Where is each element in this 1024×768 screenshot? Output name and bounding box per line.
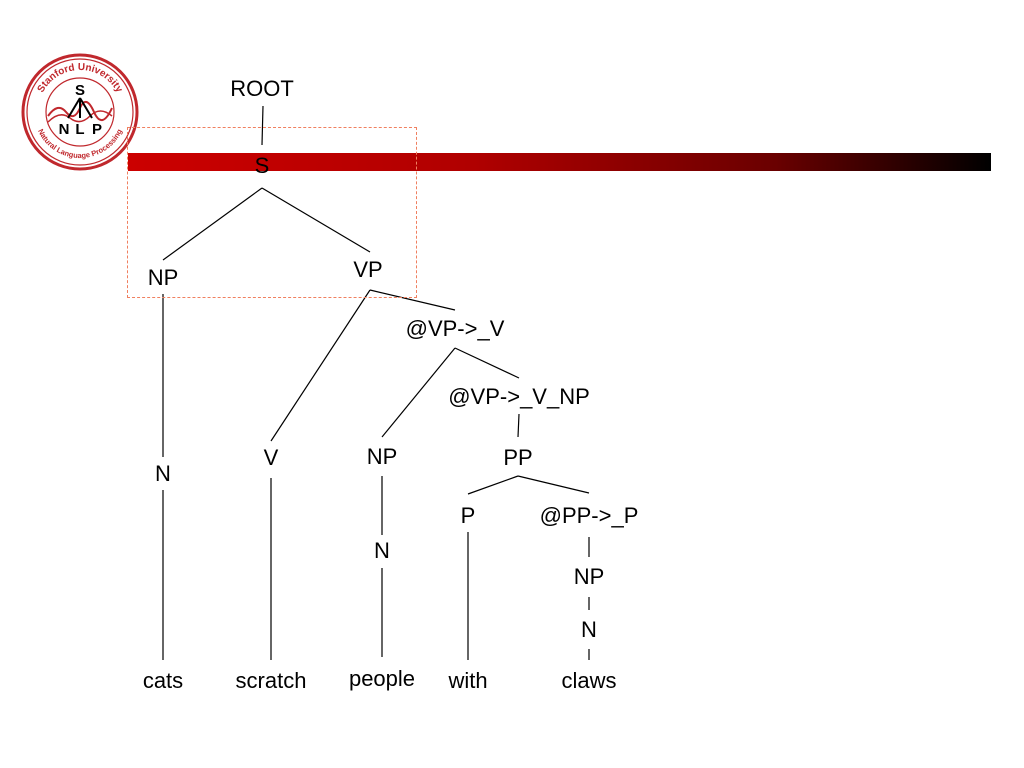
highlight-box [127,127,417,298]
edge-vp-v [270,289,371,442]
node-pp: PP [503,445,533,470]
edge-vpvnp-pp [517,413,520,438]
node-s: S [254,153,270,178]
logo-letter-l: L [75,121,84,138]
word-with: with [448,668,488,693]
node-np-pp: NP [573,564,605,589]
edge-pp-pp-p [517,475,590,494]
node-np-subject: NP [147,265,179,290]
word-claws: claws [561,668,617,693]
edge-pp-p [467,475,519,495]
node-vp: VP [353,257,383,282]
edge-s-np [162,187,263,261]
node-vp-v-np: @VP->_V_NP [448,384,590,409]
stanford-nlp-logo: Stanford University Natural Language Pro… [21,53,139,171]
node-np-object: NP [366,444,398,469]
node-pp-p: @PP->_P [539,503,639,528]
node-n-object: N [374,538,390,563]
node-n-pp: N [581,617,597,642]
logo-letter-n: N [59,121,70,138]
title-bar [128,153,991,171]
edge-s-vp [261,187,371,253]
logo-letter-s: S [75,82,85,99]
edge-root-s [261,105,264,146]
word-cats: cats [142,668,184,693]
edge-vpv-vpvnp [454,347,520,379]
node-root: ROOT [230,76,294,101]
node-vp-v: @VP->_V [405,316,505,341]
word-scratch: scratch [235,668,307,693]
node-n-subject: N [155,461,171,486]
edge-vp-vpv [369,289,456,311]
node-p: P [460,503,476,528]
logo-letter-p: P [92,121,102,138]
edge-vpv-np [381,347,456,438]
node-v: V [263,445,279,470]
word-people: people [348,666,416,691]
